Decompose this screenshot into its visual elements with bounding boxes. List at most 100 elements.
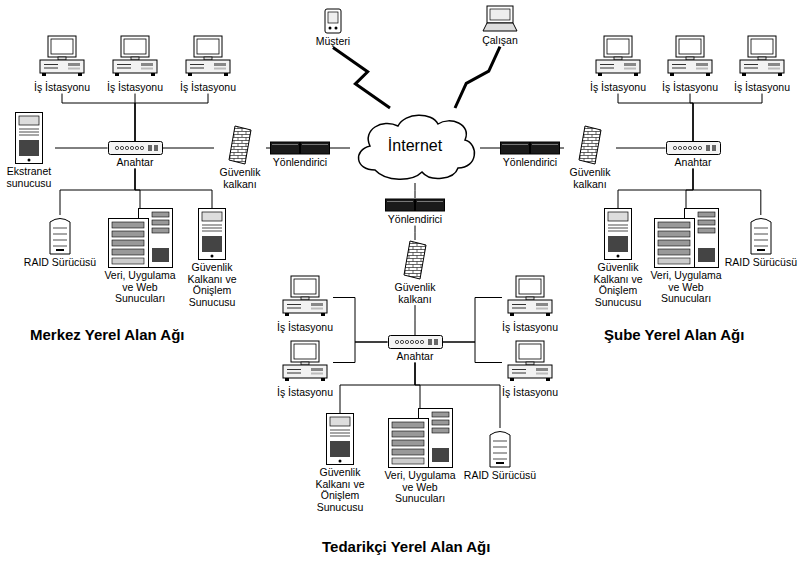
device-label: Veri, Uygulama ve Web Sunucuları bbox=[382, 470, 458, 505]
network-switch: Anahtar bbox=[388, 335, 443, 363]
router: Yönlendirici bbox=[385, 198, 445, 226]
router: Yönlendirici bbox=[500, 141, 560, 169]
network-switch: Anahtar bbox=[666, 141, 721, 169]
workstation: İş İstasyonu bbox=[277, 340, 333, 399]
internet-cloud-shape bbox=[359, 115, 475, 179]
device-label: Güvenlik Kalkanı ve Önişlem Sunucusu bbox=[313, 467, 367, 513]
workstation-shape bbox=[508, 276, 552, 316]
device-label: İş İstasyonu bbox=[277, 322, 333, 334]
firewall-shape bbox=[229, 126, 251, 164]
workstation-icon bbox=[281, 340, 329, 385]
workstation: İş İstasyonu bbox=[34, 35, 90, 94]
network-link bbox=[333, 298, 387, 343]
firewall-icon bbox=[578, 125, 602, 165]
network-link bbox=[163, 148, 215, 149]
laptop: Çalışan bbox=[482, 5, 518, 47]
device-label: Yönlendirici bbox=[503, 157, 557, 169]
workstation: İş İstasyonu bbox=[734, 35, 790, 94]
server-tower: Güvenlik Kalkanı ve Önişlem Sunucusu bbox=[591, 208, 645, 308]
workstation-shape bbox=[508, 341, 552, 381]
server-tower: Güvenlik Kalkanı ve Önişlem Sunucusu bbox=[185, 208, 239, 308]
network-link bbox=[415, 305, 416, 335]
server-rack-shape bbox=[108, 209, 172, 268]
network-link bbox=[135, 169, 140, 208]
raid-drive-shape bbox=[751, 219, 771, 255]
wireless-link bbox=[455, 47, 500, 108]
device-label: Güvenlik kalkanı bbox=[564, 167, 616, 190]
workstation-shape bbox=[596, 36, 640, 76]
router-icon bbox=[500, 141, 560, 155]
network-link bbox=[415, 226, 416, 240]
network-link bbox=[135, 169, 212, 208]
server-rack-shape bbox=[654, 209, 718, 268]
device-label: RAID Sürücüsü bbox=[464, 470, 536, 482]
pda-device: Müşteri bbox=[316, 8, 350, 48]
workstation: İş İstasyonu bbox=[277, 275, 333, 334]
device-label: İş İstasyonu bbox=[502, 387, 558, 399]
network-link bbox=[55, 148, 108, 149]
workstation: İş İstasyonu bbox=[590, 35, 646, 94]
firewall-icon bbox=[403, 240, 427, 280]
router-shape bbox=[501, 142, 560, 154]
device-label: Güvenlik kalkanı bbox=[214, 167, 266, 190]
device-label: Veri, Uygulama ve Web Sunucuları bbox=[102, 270, 178, 305]
device-label: Güvenlik Kalkanı ve Önişlem Sunucusu bbox=[591, 262, 645, 308]
raid-drive-icon bbox=[750, 215, 772, 255]
device-label: RAID Sürücüsü bbox=[725, 257, 797, 269]
device-label: Veri, Uygulama ve Web Sunucuları bbox=[648, 270, 724, 305]
device-label: Müşteri bbox=[316, 36, 350, 48]
network-switch-shape bbox=[388, 336, 442, 349]
firewall-shape bbox=[579, 126, 601, 164]
raid-drive-icon bbox=[49, 215, 71, 255]
workstation-icon bbox=[184, 35, 232, 80]
workstation: İş İstasyonu bbox=[107, 35, 163, 94]
server-rack: Veri, Uygulama ve Web Sunucuları bbox=[382, 408, 458, 505]
server-tower-shape bbox=[199, 209, 226, 260]
workstation-icon bbox=[506, 340, 554, 385]
firewall: Güvenlik kalkanı bbox=[389, 240, 441, 305]
laptop-icon bbox=[482, 5, 518, 33]
workstation-shape bbox=[40, 36, 84, 76]
workstation-icon bbox=[111, 35, 159, 80]
device-label: İş İstasyonu bbox=[277, 387, 333, 399]
laptop-shape bbox=[483, 6, 517, 31]
network-link bbox=[266, 148, 270, 149]
network-switch: Anahtar bbox=[108, 141, 163, 169]
server-rack: Veri, Uygulama ve Web Sunucuları bbox=[102, 208, 178, 305]
firewall-icon bbox=[228, 125, 252, 165]
device-label: Anahtar bbox=[675, 157, 712, 169]
network-switch-icon bbox=[666, 141, 721, 155]
device-label: Anahtar bbox=[397, 351, 434, 363]
server-tower-shape bbox=[605, 209, 632, 260]
device-label: Yönlendirici bbox=[273, 157, 327, 169]
server-rack: Veri, Uygulama ve Web Sunucuları bbox=[648, 208, 724, 305]
workstation-shape bbox=[186, 36, 230, 76]
workstation-icon bbox=[281, 275, 329, 320]
router-icon bbox=[270, 141, 330, 155]
device-label: İş İstasyonu bbox=[590, 82, 646, 94]
workstation: İş İstasyonu bbox=[180, 35, 236, 94]
network-link bbox=[616, 148, 666, 149]
network-link bbox=[686, 169, 693, 208]
pda-device-icon bbox=[324, 8, 342, 34]
network-link bbox=[333, 342, 387, 363]
device-label: Anahtar bbox=[117, 157, 154, 169]
firewall: Güvenlik kalkanı bbox=[564, 125, 616, 190]
workstation-icon bbox=[38, 35, 86, 80]
workstation-icon bbox=[506, 275, 554, 320]
pda-device-shape bbox=[325, 9, 341, 33]
server-rack-icon bbox=[388, 408, 453, 468]
workstation-shape bbox=[283, 341, 327, 381]
network-switch-shape bbox=[108, 142, 162, 155]
internet-cloud: İnternet bbox=[350, 108, 480, 183]
raid-drive: RAID Sürücüsü bbox=[24, 215, 96, 269]
workstation: İş İstasyonu bbox=[502, 340, 558, 399]
network-link bbox=[62, 94, 135, 141]
workstation-icon bbox=[666, 35, 714, 80]
network-link bbox=[618, 169, 693, 208]
network-switch-shape bbox=[666, 142, 720, 155]
raid-drive-icon bbox=[489, 428, 511, 468]
device-label: Ekstranet sunucusu bbox=[3, 166, 55, 189]
